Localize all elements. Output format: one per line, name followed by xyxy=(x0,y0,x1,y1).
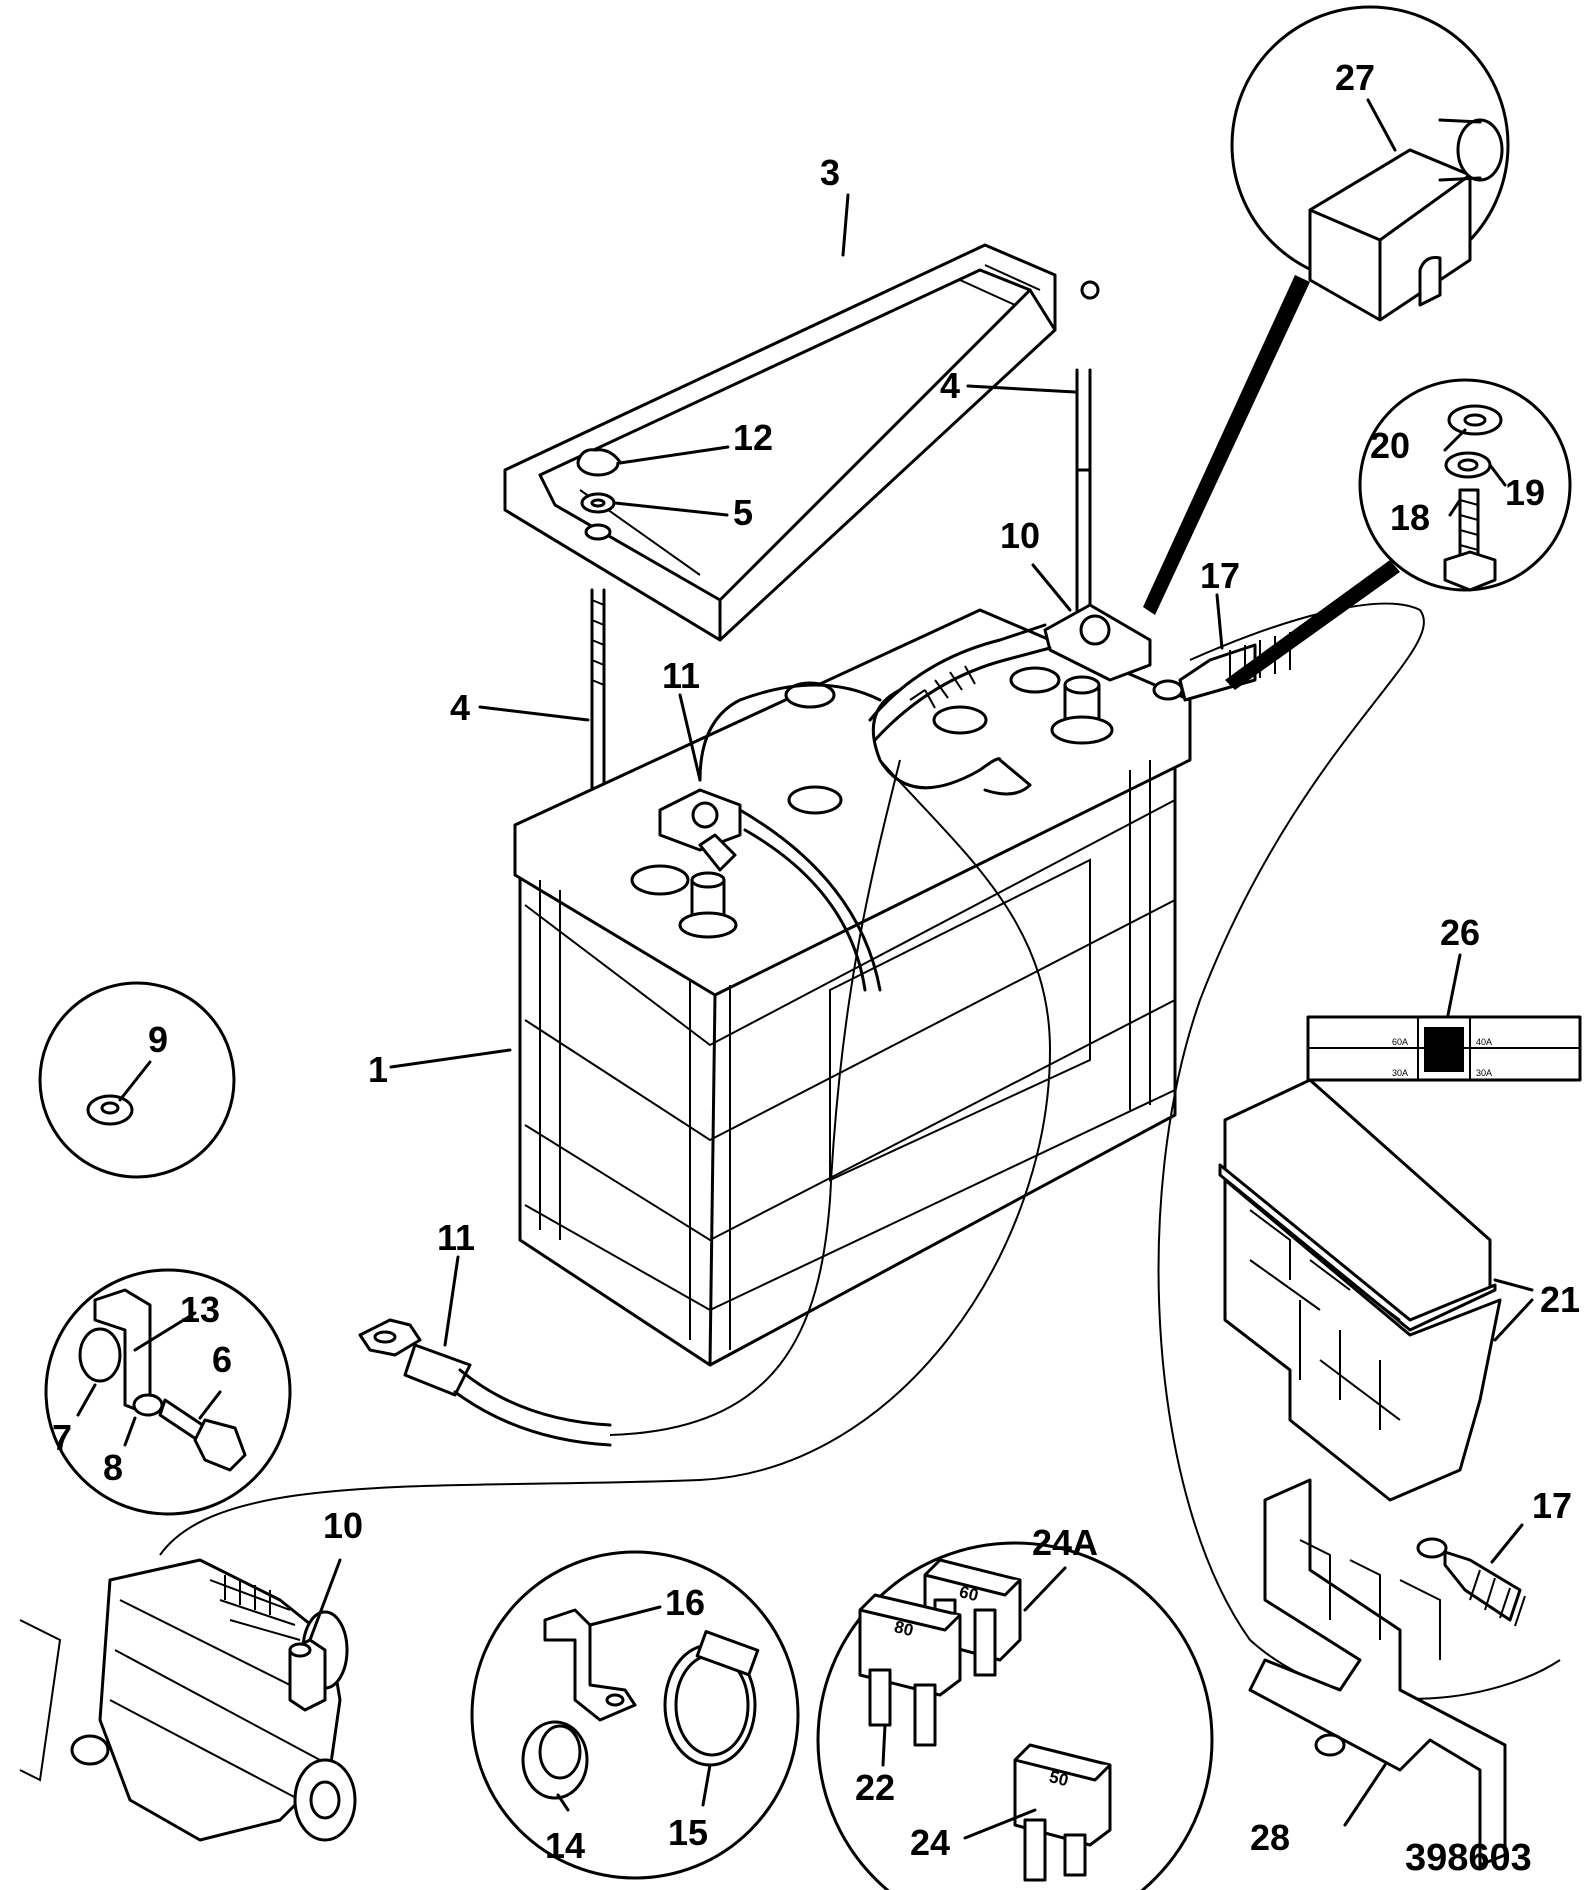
callout-17-top: 17 xyxy=(1200,555,1240,596)
callout-7: 7 xyxy=(52,1417,72,1458)
callout-labels: 3 4 12 5 10 11 4 17 1 11 27 20 19 18 26 … xyxy=(52,57,1580,1879)
wing-nut-and-washer xyxy=(576,448,622,541)
detail-circle-terminal-cover xyxy=(1143,5,1510,615)
fuse-22-rating: 80 xyxy=(892,1617,915,1640)
diagram-reference-number: 398603 xyxy=(1405,1837,1532,1879)
fuse-24-rating: 50 xyxy=(1047,1767,1070,1790)
callout-3: 3 xyxy=(820,152,840,193)
decal-rating-4: 30A xyxy=(1476,1068,1492,1078)
detail-circle-bracket-bolt xyxy=(44,1268,292,1516)
callout-28: 28 xyxy=(1250,1817,1290,1858)
callout-12: 12 xyxy=(733,417,773,458)
leader-lines xyxy=(76,98,1534,1840)
callout-10-starter: 10 xyxy=(323,1505,363,1546)
fuse-box-decal: 60A 40A 30A 30A xyxy=(1306,1015,1582,1082)
fuse-22: 80 xyxy=(858,1593,962,1747)
eyelet-cable-lower xyxy=(1416,1537,1526,1627)
callout-11-cable: 11 xyxy=(437,1217,475,1258)
callout-15: 15 xyxy=(668,1812,708,1853)
detail-circle-bolt-washers xyxy=(1225,378,1572,690)
callout-22: 22 xyxy=(855,1767,895,1808)
callout-5: 5 xyxy=(733,492,753,533)
callout-13: 13 xyxy=(180,1289,220,1330)
callout-18: 18 xyxy=(1390,497,1430,538)
decal-rating-1: 60A xyxy=(1392,1037,1408,1047)
callout-27: 27 xyxy=(1335,57,1375,98)
callout-1: 1 xyxy=(368,1049,388,1090)
callout-21: 21 xyxy=(1540,1279,1580,1320)
fuse-24: 50 xyxy=(1013,1743,1112,1882)
battery-clamp-frame xyxy=(503,243,1100,642)
fuse-box xyxy=(1218,1078,1502,1502)
battery xyxy=(513,608,1192,1367)
decal-rating-3: 30A xyxy=(1392,1068,1408,1078)
callout-16: 16 xyxy=(665,1582,705,1623)
detail-circle-grommet-clip xyxy=(470,1550,800,1880)
positive-terminal-cable xyxy=(868,603,1152,796)
negative-cable-lower xyxy=(358,1318,612,1447)
callout-4-rod: 4 xyxy=(450,687,470,728)
callout-6: 6 xyxy=(212,1339,232,1380)
callout-8: 8 xyxy=(103,1447,123,1488)
eyelet-cable-top xyxy=(1152,632,1291,702)
callout-26: 26 xyxy=(1440,912,1480,953)
negative-terminal-cable xyxy=(658,683,882,992)
callout-11-top: 11 xyxy=(662,655,700,696)
callout-24: 24 xyxy=(910,1822,950,1863)
callout-10-top: 10 xyxy=(1000,515,1040,556)
callout-4-tray: 4 xyxy=(940,365,960,406)
detail-circle-fuses: 60 80 50 xyxy=(816,1541,1214,1890)
fuse-box-bracket xyxy=(1248,1478,1507,1867)
callout-14: 14 xyxy=(545,1825,585,1866)
callout-24a: 24A xyxy=(1032,1522,1098,1563)
callout-20: 20 xyxy=(1370,425,1410,466)
fuse-24a-rating: 60 xyxy=(957,1582,980,1605)
decal-rating-2: 40A xyxy=(1476,1037,1492,1047)
callout-19: 19 xyxy=(1505,472,1545,513)
callout-17-lower: 17 xyxy=(1532,1485,1572,1526)
callout-9: 9 xyxy=(148,1019,168,1060)
starter-motor xyxy=(19,1558,357,1842)
